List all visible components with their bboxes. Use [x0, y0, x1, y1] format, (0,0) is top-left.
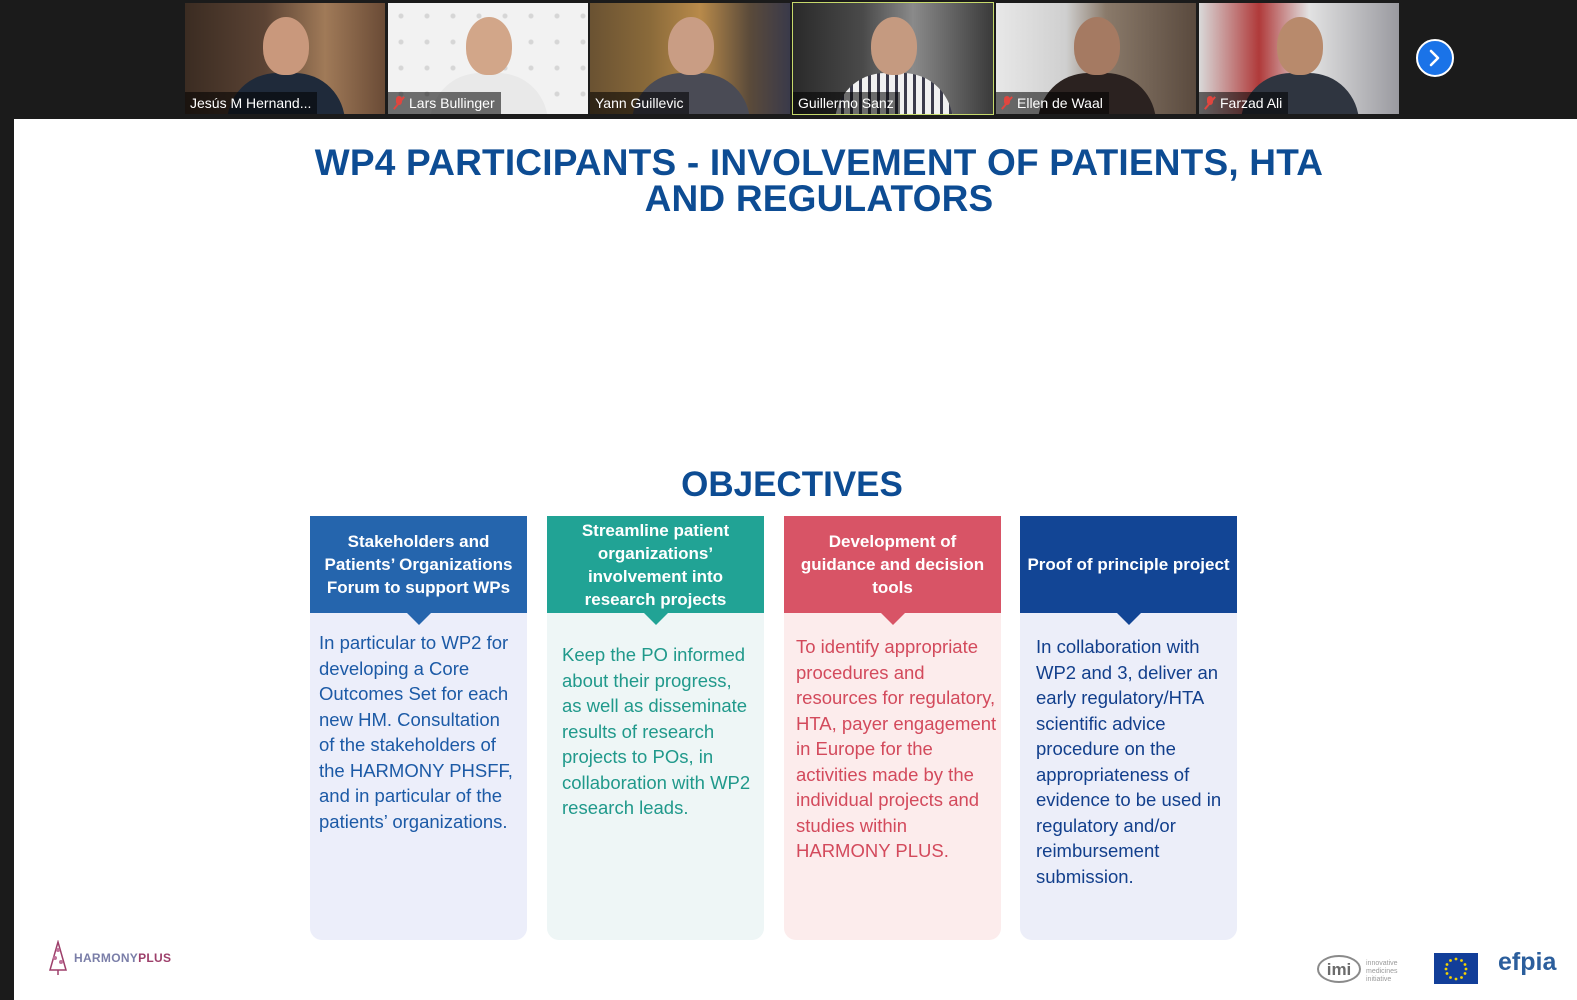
participant-name: Jesús M Hernand... — [185, 92, 318, 114]
objective-card: Development of guidance and decision too… — [784, 516, 1001, 940]
participant-tile[interactable]: Lars Bullinger — [388, 3, 588, 114]
harmony-plus-logo: HARMONYPLUS — [46, 940, 171, 976]
harmony-tree-icon — [49, 940, 67, 975]
participant-face — [1277, 17, 1323, 75]
pointer-arrow-icon — [406, 613, 431, 625]
participant-name: Lars Bullinger — [388, 92, 501, 114]
pointer-arrow-icon — [880, 613, 905, 625]
participant-tile[interactable]: Yann Guillevic — [590, 3, 790, 114]
objective-card-body: To identify appropriate procedures and r… — [784, 613, 1001, 940]
participant-name: Ellen de Waal — [996, 92, 1109, 114]
participant-name: Farzad Ali — [1199, 92, 1289, 114]
objective-card-body: In collaboration with WP2 and 3, deliver… — [1020, 613, 1237, 940]
objective-card-header: Stakeholders and Patients’ Organizations… — [310, 516, 527, 625]
chevron-right-icon — [1429, 49, 1440, 67]
objective-card-header: Streamline patient organizations’ involv… — [547, 516, 764, 625]
pointer-arrow-icon — [643, 613, 668, 625]
objective-card-header: Proof of principle project — [1020, 516, 1237, 625]
slide-title-line: WP4 PARTICIPANTS - INVOLVEMENT OF PATIEN… — [314, 142, 1324, 183]
mic-off-icon — [1001, 96, 1013, 110]
participant-face — [466, 17, 512, 75]
participant-tile[interactable]: Farzad Ali — [1199, 3, 1399, 114]
objective-card-body: Keep the PO informed about their progres… — [547, 613, 764, 940]
participant-name: Guillermo Sanz — [793, 92, 900, 114]
next-participants-button[interactable] — [1416, 39, 1454, 77]
participant-face — [668, 17, 714, 75]
participant-face — [263, 17, 309, 75]
imi-logo: imi innovative medicines initiative — [1316, 953, 1411, 985]
svg-text:initiative: initiative — [1366, 976, 1391, 983]
slide-title: WP4 PARTICIPANTS - INVOLVEMENT OF PATIEN… — [274, 142, 1364, 219]
participant-face — [871, 17, 917, 75]
mic-off-icon — [1204, 96, 1216, 110]
pointer-arrow-icon — [1116, 613, 1141, 625]
participant-video-strip: Jesús M Hernand... Lars Bullinger Yann G… — [0, 0, 1577, 119]
participant-name: Yann Guillevic — [590, 92, 690, 114]
svg-text:imi: imi — [1327, 960, 1352, 979]
participant-tile[interactable]: Jesús M Hernand... — [185, 3, 385, 114]
presentation-slide: WP4 PARTICIPANTS - INVOLVEMENT OF PATIEN… — [14, 119, 1577, 1000]
objective-card: Proof of principle project In collaborat… — [1020, 516, 1237, 940]
participant-tile[interactable]: Ellen de Waal — [996, 3, 1196, 114]
objective-card-title: Development of guidance and decision too… — [800, 532, 985, 597]
svg-text:innovative: innovative — [1366, 960, 1398, 967]
eu-flag-icon — [1434, 953, 1478, 984]
svg-text:medicines: medicines — [1366, 968, 1398, 975]
objectives-heading: OBJECTIVES — [681, 465, 903, 504]
mic-off-icon — [393, 96, 405, 110]
participant-tile-active-speaker[interactable]: Guillermo Sanz — [792, 2, 994, 115]
objective-card-body: In particular to WP2 for developing a Co… — [310, 613, 527, 940]
objective-card-title: Stakeholders and Patients’ Organizations… — [324, 532, 513, 597]
participant-face — [1074, 17, 1120, 75]
objective-card-header: Development of guidance and decision too… — [784, 516, 1001, 625]
efpia-logo: efpia — [1498, 948, 1557, 976]
objective-card-title: Proof of principle project — [1027, 555, 1230, 574]
slide-title-line: AND REGULATORS — [644, 178, 994, 219]
objective-card: Streamline patient organizations’ involv… — [547, 516, 764, 940]
objective-card-title: Streamline patient organizations’ involv… — [581, 520, 730, 609]
objective-card: Stakeholders and Patients’ Organizations… — [310, 516, 527, 940]
